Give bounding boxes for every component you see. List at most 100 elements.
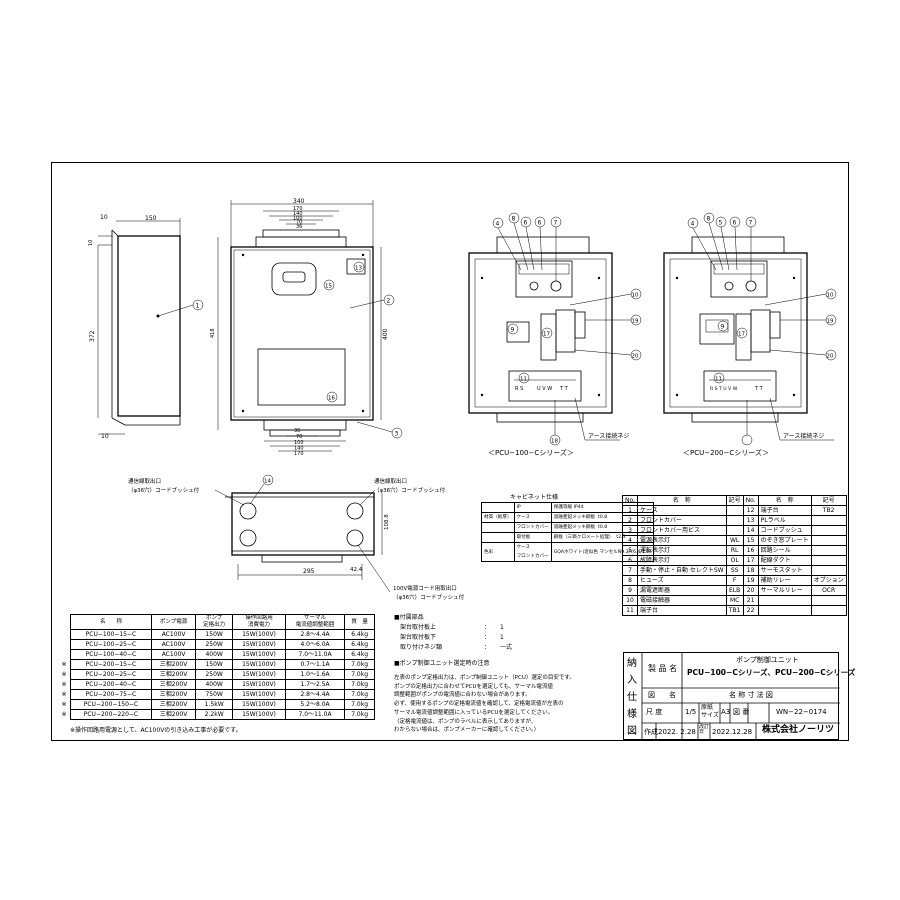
table-cell: 19 xyxy=(742,575,759,586)
table-cell: 15W(100V) xyxy=(232,679,286,690)
table-cell xyxy=(810,595,847,606)
product-series: PCU−100−Cシリーズ、PCU−200−Cシリーズ xyxy=(687,668,856,677)
p200-callout-9: 9 xyxy=(721,324,725,331)
table-mark: ※ xyxy=(61,701,67,708)
table-cell: WL xyxy=(725,535,744,546)
table-cell: 補助リレー xyxy=(757,575,812,586)
table-cell: 10 xyxy=(622,595,638,606)
dim-bottom-width: 295 xyxy=(303,568,315,575)
accessory-item: 取り付けネジ類 xyxy=(400,644,443,651)
table-cell: 150W xyxy=(195,659,234,670)
table-cell: 250W xyxy=(195,639,234,650)
table-cell: 7.0kg xyxy=(344,659,375,670)
table-cell: 9 xyxy=(622,585,638,596)
table-cell: 三相200V xyxy=(150,659,197,670)
table-cell: 端子台 xyxy=(757,505,812,516)
p100-callout-8: 8 xyxy=(512,216,516,223)
dim-front-140: 140 xyxy=(293,211,303,217)
table-cell: MC xyxy=(725,595,744,606)
table-header: 名 称 xyxy=(70,614,152,630)
table-cell: 電磁接触器 xyxy=(636,595,727,606)
dim-bottom-depth: 108.8 xyxy=(384,514,390,530)
p100-callout-17: 17 xyxy=(543,332,550,338)
callout-3: 3 xyxy=(395,431,399,438)
table-cell: 2 xyxy=(622,515,638,526)
cabinet-table-title: キャビネット仕様 xyxy=(510,494,559,501)
table-cell: AC100V xyxy=(150,639,197,650)
scale-label: 尺 度 xyxy=(646,708,663,716)
table-cell: 14 xyxy=(742,525,759,536)
table-cell: PCU−200−75−C xyxy=(70,689,152,700)
note-line: 調整範囲がポンプの電流値に合わない場合があります。 xyxy=(394,692,531,699)
table-cell: 250W xyxy=(195,669,234,680)
p100-series-label: ＜PCU−100−Cシリーズ＞ xyxy=(488,448,574,457)
p100-callout-10: 10 xyxy=(632,293,639,299)
table-cell: 端子台 xyxy=(636,605,727,616)
p200-callout-19: 19 xyxy=(827,319,834,325)
table-cell xyxy=(810,535,847,546)
table-cell: 回路シール xyxy=(757,545,812,556)
table-cell: 7.0kg xyxy=(344,679,375,690)
table-mark xyxy=(58,640,71,650)
table-cell: ケース xyxy=(636,505,727,516)
selection-notes-title: ■ポンプ制御ユニット選定時の注意 xyxy=(394,660,490,667)
table-cell: RL xyxy=(725,545,744,556)
vertical-char: 図 xyxy=(627,726,637,737)
table-cell: フロントカバー xyxy=(636,515,727,526)
accessory-item: ： xyxy=(484,634,491,641)
table-cell xyxy=(481,532,515,543)
accessory-item: 架台取付板下 xyxy=(400,634,437,641)
table-cell: AC100V xyxy=(150,629,197,640)
table-cell: 20 xyxy=(742,585,759,596)
vertical-char: 様 xyxy=(627,709,637,720)
table-cell: 16 xyxy=(742,545,759,556)
table-cell: OCR xyxy=(810,585,847,596)
dim-front-left-height: 418 xyxy=(210,328,216,338)
table-cell: PCU−100−15−C xyxy=(70,629,152,640)
dim-bot-140: 140 xyxy=(294,446,304,452)
table-header: ポンプ電源 xyxy=(150,614,197,630)
table-cell xyxy=(757,595,812,606)
dim-side-height: 372 xyxy=(89,330,96,342)
table-cell: 750W xyxy=(195,689,234,700)
dim-bottom-offset: 42.4 xyxy=(350,567,363,573)
table-cell: 8 xyxy=(622,575,638,586)
dim-front-right-height: 400 xyxy=(382,328,389,340)
callout-13: 13 xyxy=(355,266,362,272)
table-cell: 7 xyxy=(622,565,638,576)
p200-callout-17: 17 xyxy=(738,332,745,338)
table-cell: 400W xyxy=(195,679,234,690)
table-cell xyxy=(481,522,515,533)
table-cell: PCU−200−150−C xyxy=(70,699,152,710)
table-cell: 15W(100V) xyxy=(232,689,286,700)
accessory-item: ： xyxy=(484,624,491,631)
table-cell: 色彩 xyxy=(481,542,515,562)
table-cell: PCU−100−40−C xyxy=(70,649,152,660)
table-cell: 三相200V xyxy=(150,709,197,720)
table-mark: ※ xyxy=(61,661,67,668)
revision-label: 改訂日 xyxy=(699,724,710,735)
accessory-item: 架台取付板上 xyxy=(400,624,437,631)
p100-callout-11: 11 xyxy=(520,377,527,383)
table-cell: TB1 xyxy=(725,605,744,616)
table-cell: 電源表示灯 xyxy=(636,535,727,546)
table-cell: 13 xyxy=(742,515,759,526)
side-view: 150 10 10 372 10 1 xyxy=(88,214,204,440)
p200-terminal-tt: T T xyxy=(754,386,764,392)
p100-callout-6b: 6 xyxy=(538,220,542,227)
note-line: （定格電流値は、ポンプのラベルに表示してありますが、 xyxy=(394,718,537,725)
table-cell: 三相200V xyxy=(150,699,197,710)
table-cell: 4 xyxy=(622,535,638,546)
comm-outlet-left-label: 通信線取出口 （φ36穴）コードブッシュ付 xyxy=(128,479,200,494)
note-line: わからない場合は、ポンプメーカーに確認してください。） xyxy=(394,727,540,734)
table-spacer xyxy=(58,615,71,630)
table-cell xyxy=(810,565,847,576)
